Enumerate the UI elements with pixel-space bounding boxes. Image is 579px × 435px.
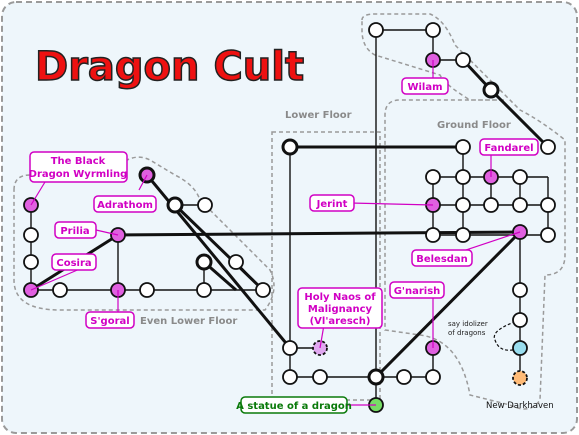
ground-floor-outline (361, 13, 566, 410)
svg-text:Malignancy: Malignancy (308, 304, 373, 315)
thick-connections (30, 58, 550, 379)
node-new-darkhaven (512, 370, 528, 386)
statue-label: A statue of a dragon (236, 396, 352, 414)
new-darkhaven-label: New Darkhaven (486, 401, 554, 411)
jerint-label: Jerint (309, 194, 355, 212)
adrathom-label: Adrathom (93, 195, 157, 213)
svg-text:The Black: The Black (51, 156, 106, 167)
zone-lower-floor: Lower Floor (285, 110, 352, 121)
svg-text:Prilia: Prilia (60, 226, 89, 237)
zone-ground-floor: Ground Floor (437, 120, 511, 131)
idolizer-loop (493, 319, 521, 351)
idolizer-note-line1: say idolizer (448, 320, 488, 328)
node-stair-1 (166, 196, 184, 214)
idolizer-note-line2: of dragons (448, 329, 486, 337)
map-title: Dragon Cult (35, 44, 304, 90)
prilia-label: Prilia (54, 221, 97, 239)
node-stair-3 (281, 138, 299, 156)
fandarel-label: Fandarel (479, 138, 539, 156)
zone-even-lower-floor: Even Lower Floor (140, 316, 237, 327)
svg-text:Adrathom: Adrathom (97, 200, 153, 211)
svg-text:Dragon Wyrmling: Dragon Wyrmling (29, 169, 128, 180)
svg-text:A statue of a dragon: A statue of a dragon (236, 401, 352, 412)
sgoral-label: S'goral (85, 311, 135, 329)
belesdan-label: Belesdan (411, 249, 473, 267)
svg-text:G'narish: G'narish (394, 286, 441, 297)
gnarish-label: G'narish (389, 281, 445, 299)
node-idolizer (512, 340, 528, 356)
svg-text:Belesdan: Belesdan (416, 254, 468, 265)
room-nodes (23, 22, 556, 385)
wilam-label: Wilam (401, 77, 449, 95)
svg-text:Jerint: Jerint (316, 199, 348, 210)
lower-floor-outline (271, 131, 381, 401)
holy-naos-label: Holy Naos of Malignancy (Vl'aresch) (297, 287, 383, 329)
node-stair-5 (482, 81, 500, 99)
svg-text:Fandarel: Fandarel (484, 143, 533, 154)
svg-text:(Vl'aresch): (Vl'aresch) (310, 316, 371, 327)
node-stair-2 (195, 253, 213, 271)
cosira-label: Cosira (51, 253, 97, 271)
svg-text:S'goral: S'goral (90, 316, 129, 327)
wyrmling-label: The Black Dragon Wyrmling (29, 151, 128, 183)
svg-text:Holy Naos of: Holy Naos of (304, 292, 376, 303)
svg-text:Wilam: Wilam (407, 82, 442, 93)
svg-text:Cosira: Cosira (56, 258, 91, 269)
node-stair-4 (367, 368, 385, 386)
